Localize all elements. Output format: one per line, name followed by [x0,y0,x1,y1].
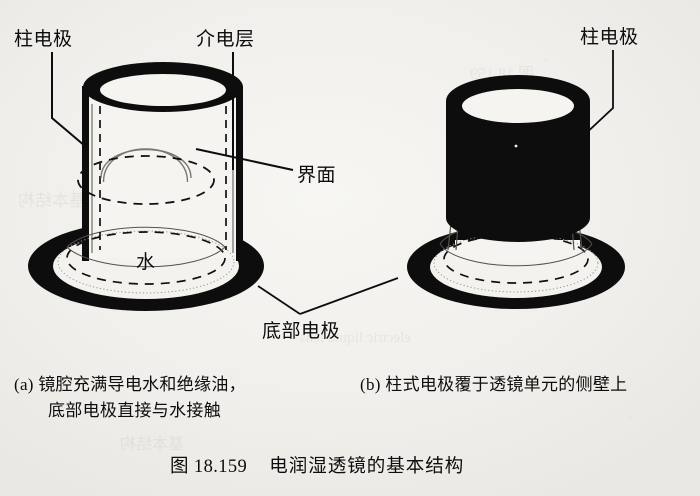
pillar-electrode-top-ring-left [83,62,243,112]
label-water: 水 [136,252,156,273]
left-cylinder-wall-left [82,86,89,261]
label-bottom-electrode: 底部电极 [262,321,341,342]
figure-title: 电润湿透镜的基本结构 [269,457,465,477]
label-interface: 界面 [297,165,337,186]
right-dielectric-liner-ellipse [433,233,599,293]
pillar-electrode-body-right [446,75,590,242]
left-cavity-bottom-rim-back [66,226,226,248]
leader-lines-right [580,50,614,139]
interface-dome-arc-outer [100,148,192,179]
leader-lines-left [51,52,399,315]
right-cavity-fill [455,240,580,262]
caption-sub-a-line2: 底部电极直接与水接触 [48,401,221,420]
leader-pillar-electrode-right [580,50,614,139]
caption-sub-a-line1: (a) 镜腔充满导电水和绝缘油， [14,375,246,394]
leader-bottom-electrode-right [299,277,399,315]
interface-base-ellipse [77,155,215,205]
label-dielectric-layer: 介电层 [196,29,255,50]
left-dielectric-liner-ellipse [57,230,235,294]
leader-bottom-electrode-left [257,285,301,315]
label-pillar-electrode-left: 柱电极 [14,29,73,50]
label-pillar-electrode-right: 柱电极 [580,27,639,48]
right-cavity-bottom-rim [439,243,593,267]
left-cavity-fill [89,100,236,258]
right-lens-assembly [407,75,625,309]
leader-interface [195,148,294,171]
caption-sub-b: (b) 柱式电极覆于透镜单元的侧壁上 [360,375,628,394]
left-cylinder-wall-right [236,86,243,261]
left-lens-assembly [28,62,264,311]
left-water-pool-ellipse [66,231,226,285]
figure-number: 图 18.159 [170,457,248,477]
left-cavity-bottom-rim [66,246,226,268]
leader-pillar-electrode-left [51,52,86,147]
